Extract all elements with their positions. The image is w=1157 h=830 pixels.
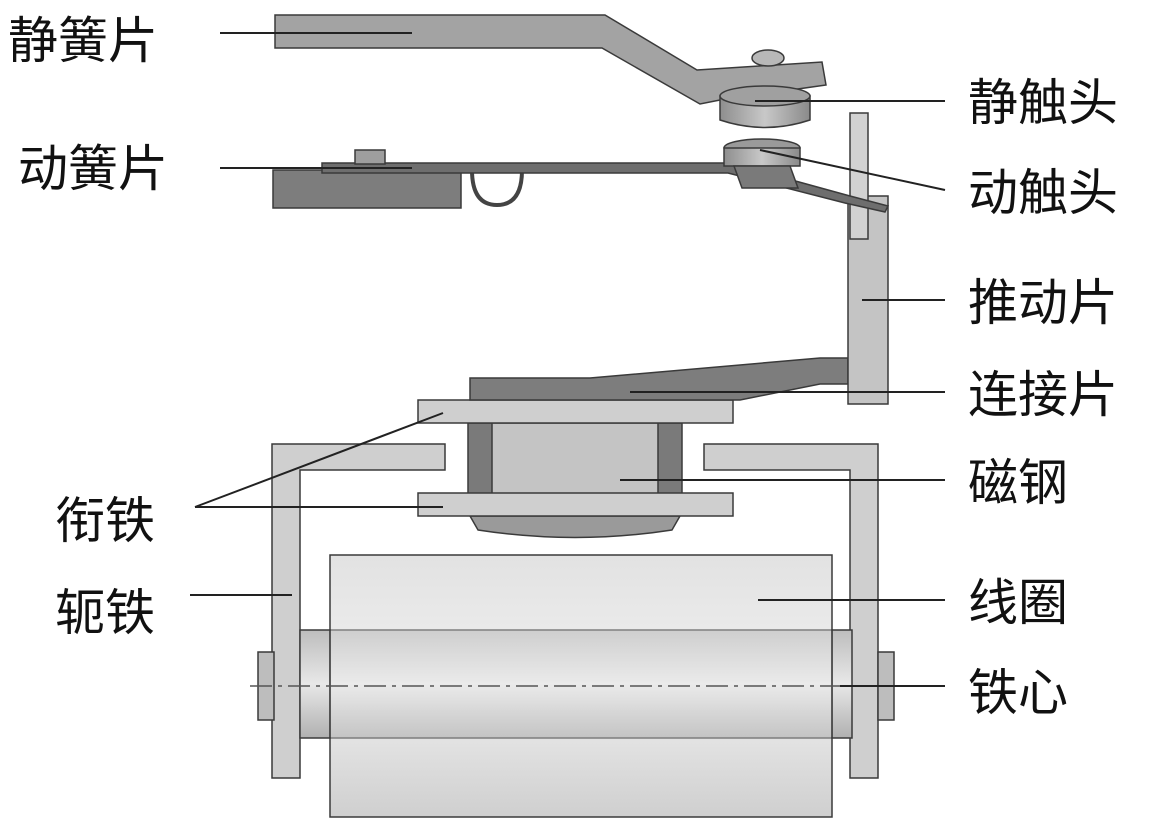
label-magnet: 磁钢 [968, 454, 1068, 512]
label-moving-contact: 动触头 [968, 164, 1118, 222]
label-moving-spring: 动簧片 [18, 140, 168, 198]
armature-upper [417, 399, 734, 424]
connecting-plate [469, 357, 849, 401]
magnet [467, 422, 683, 539]
leader-moving-contact [759, 149, 946, 191]
label-iron-core: 铁心 [968, 664, 1068, 722]
label-static-spring: 静簧片 [8, 12, 158, 70]
label-armature: 衔铁 [55, 492, 155, 550]
label-connecting-plate: 连接片 [968, 366, 1118, 424]
label-yoke: 轭铁 [55, 584, 155, 642]
armature-lower [417, 492, 734, 517]
leader-armature-upper [194, 412, 444, 508]
moving-contact [723, 138, 801, 189]
yoke [271, 443, 879, 779]
labels: 静簧片 动簧片 衔铁 轭铁 静触头 动触头 推动片 连接片 磁钢 线圈 铁心 [8, 12, 1118, 722]
label-push-plate: 推动片 [968, 274, 1118, 332]
iron-core [250, 629, 905, 739]
leader-lines [190, 32, 946, 687]
push-plate [847, 112, 889, 405]
label-static-contact: 静触头 [968, 74, 1118, 132]
static-contact [719, 49, 811, 129]
label-coil: 线圈 [968, 574, 1068, 632]
